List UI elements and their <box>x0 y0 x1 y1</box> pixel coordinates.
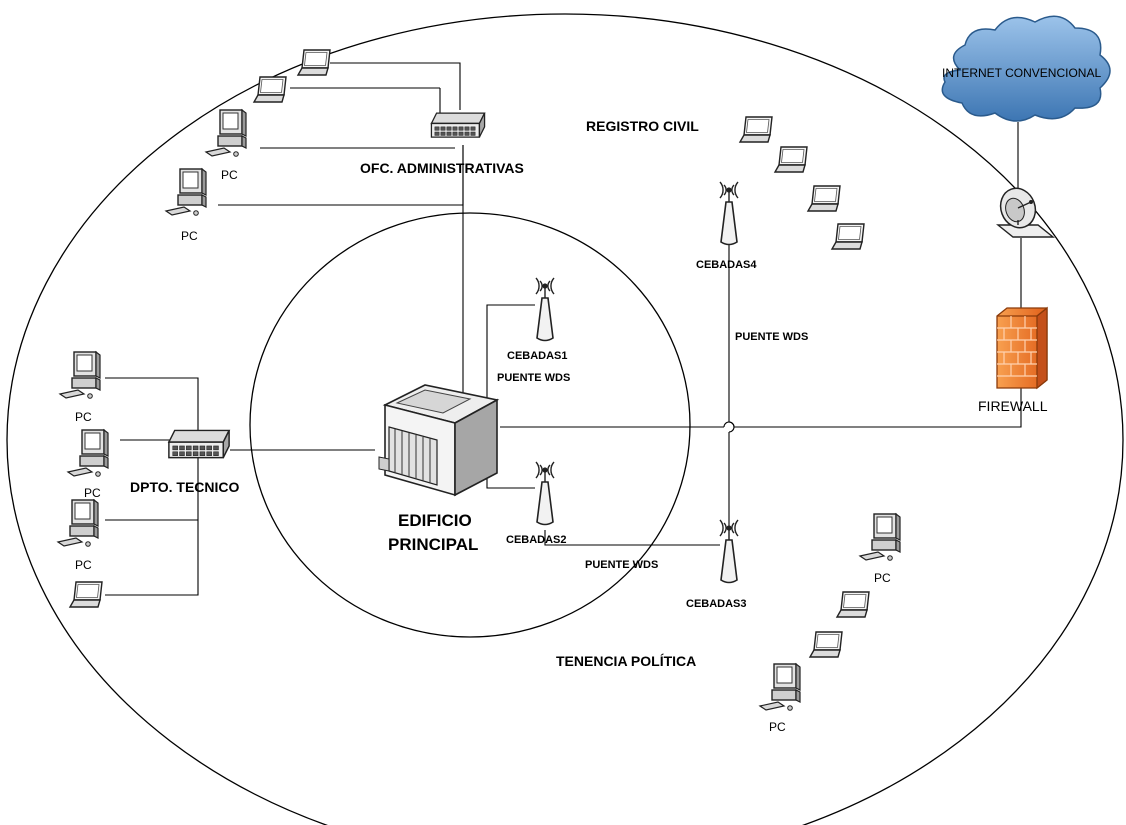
pc-label: PC <box>75 410 92 424</box>
laptop-icon <box>254 77 286 102</box>
pc-label: PC <box>874 571 891 585</box>
outer-coverage-circle <box>7 14 1123 825</box>
switch-icon <box>169 430 229 457</box>
pc-icon <box>206 110 246 156</box>
cebadas1-label: CEBADAS1 <box>507 350 568 362</box>
tenencia-politica-label: TENENCIA POLÍTICA <box>556 653 696 669</box>
pc-label: PC <box>75 558 92 572</box>
satellite-dish-icon <box>995 183 1053 237</box>
puente-wds-label-2: PUENTE WDS <box>585 559 658 571</box>
laptop-icon <box>810 632 842 657</box>
firewall-label: FIREWALL <box>978 398 1048 414</box>
registro-civil-label: REGISTRO CIVIL <box>586 118 699 134</box>
laptop-icon <box>837 592 869 617</box>
server-building-icon <box>379 385 497 495</box>
laptop-icon <box>70 582 102 607</box>
laptop-icon <box>808 186 840 211</box>
laptop-icon <box>775 147 807 172</box>
laptop-icon <box>832 224 864 249</box>
antenna-icon <box>720 182 738 245</box>
antenna-icon <box>720 520 738 583</box>
link-cebadas2-cebadas3 <box>545 530 720 545</box>
laptop-icon <box>740 117 772 142</box>
ofc-administrativas-label: OFC. ADMINISTRATIVAS <box>360 160 524 176</box>
laptop-icon <box>298 50 330 75</box>
pc-icon <box>166 169 206 215</box>
switch-icon <box>431 113 484 137</box>
pc-label: PC <box>84 486 101 500</box>
pc-icon <box>68 430 108 476</box>
cebadas4-label: CEBADAS4 <box>696 259 757 271</box>
pc-label: PC <box>769 720 786 734</box>
edificio-label-line1: EDIFICIO <box>398 511 472 531</box>
firewall-icon <box>997 308 1047 388</box>
antenna-icon <box>536 462 554 525</box>
pc-label: PC <box>181 229 198 243</box>
puente-wds-label-1: PUENTE WDS <box>497 372 570 384</box>
edificio-label-line2: PRINCIPAL <box>388 535 478 555</box>
pc-icon <box>760 664 800 710</box>
pc-label: PC <box>221 168 238 182</box>
cebadas2-label: CEBADAS2 <box>506 534 567 546</box>
dpto-tecnico-label: DPTO. TECNICO <box>130 479 239 495</box>
pc-icon <box>60 352 100 398</box>
cebadas3-label: CEBADAS3 <box>686 598 747 610</box>
internet-label: INTERNET CONVENCIONAL <box>942 66 1101 80</box>
antenna-icon <box>536 278 554 341</box>
puente-wds-label-3: PUENTE WDS <box>735 331 808 343</box>
pc-icon <box>58 500 98 546</box>
pc-icon <box>860 514 900 560</box>
